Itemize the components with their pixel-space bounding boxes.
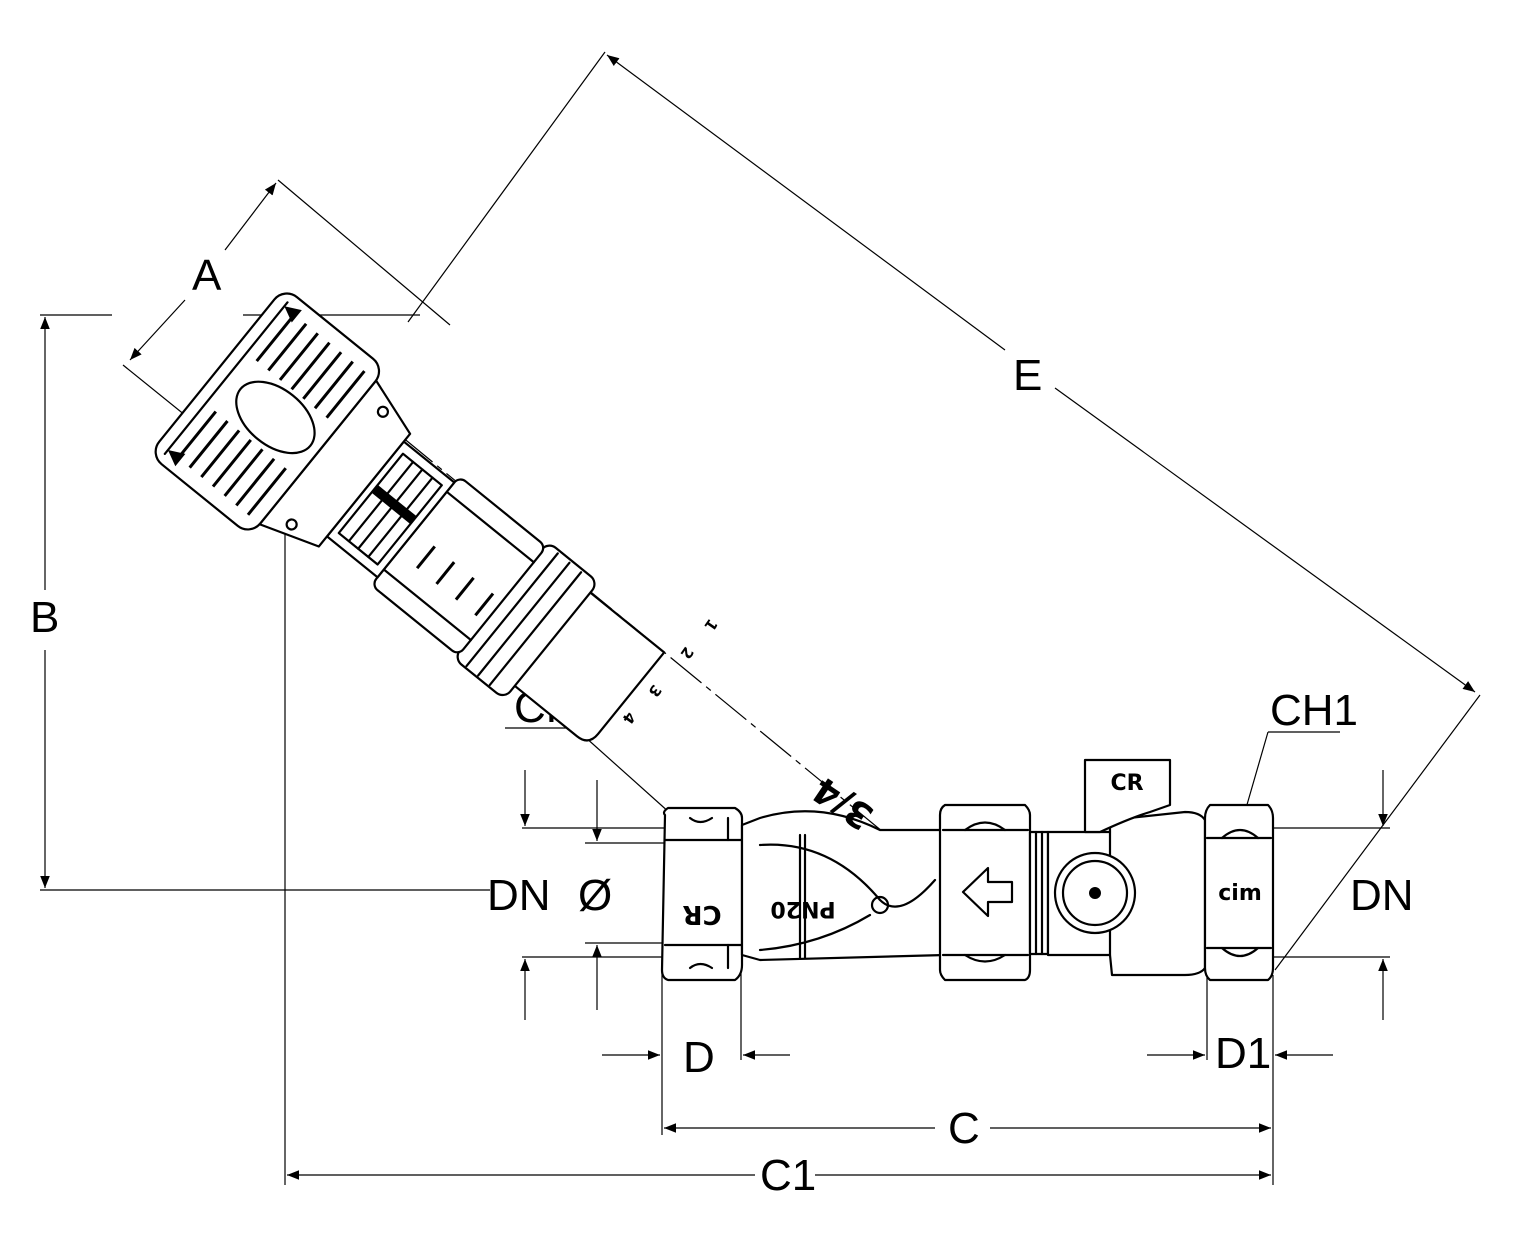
label-diameter: Ø	[578, 871, 612, 920]
valve-body	[660, 758, 1275, 982]
label-ch1: CH1	[1270, 686, 1358, 735]
label-dn-right: DN	[1350, 871, 1414, 920]
label-c: C	[948, 1104, 980, 1153]
logo-valve: CR	[1110, 771, 1143, 796]
ball-valve-handle	[1083, 758, 1172, 834]
label-b: B	[30, 593, 59, 642]
label-d: D	[683, 1033, 715, 1082]
label-a: A	[192, 251, 222, 300]
scale-number-3: 3	[644, 681, 665, 700]
dimension-lines	[40, 51, 1481, 1185]
pressure-rating: PN20	[770, 896, 835, 921]
label-dn-left: DN	[487, 871, 551, 920]
flow-direction-icon	[961, 866, 1014, 918]
scale-number-4: 4	[618, 708, 639, 727]
scale-number-2: 2	[676, 643, 697, 662]
logo-left: CR	[682, 899, 721, 929]
brand-right: cim	[1218, 881, 1262, 906]
label-e: E	[1013, 351, 1042, 400]
label-c1: C1	[760, 1151, 816, 1200]
scale-number-1: 1	[700, 615, 721, 634]
balancing-head	[154, 292, 666, 742]
label-d1: D1	[1215, 1029, 1271, 1078]
